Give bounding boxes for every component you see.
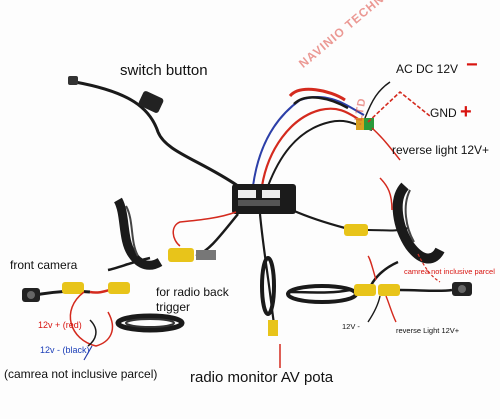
front-12v-minus-label: 12v - (black)	[40, 345, 90, 355]
front-camera-label: front camera	[10, 258, 78, 272]
power-harness	[252, 81, 431, 187]
front-coiled-cable	[115, 313, 185, 333]
rear-12v-minus-label: 12V -	[342, 322, 360, 331]
radio-trigger-wire	[172, 211, 237, 247]
plus-sign: +	[460, 101, 472, 123]
switch-button-cable	[68, 76, 239, 188]
minus-sign: −	[466, 54, 478, 76]
ac-dc-label: AC DC 12V	[396, 62, 459, 76]
gnd-label: GND	[430, 106, 457, 120]
av-cable	[258, 213, 278, 336]
front-12v-plus-label: 12v + (red)	[38, 320, 82, 330]
camera-not-inclusive-left-label: (camrea not inclusive parcel)	[4, 367, 158, 381]
control-box	[232, 184, 296, 214]
switch-button-label: switch button	[120, 62, 208, 79]
right-coiled-cable	[291, 177, 445, 289]
rear-camera	[286, 253, 472, 323]
radio-monitor-label: radio monitor AV pota	[190, 369, 334, 386]
front-camera	[22, 282, 130, 361]
rear-reverse-light-label: reverse Light 12V+	[396, 326, 460, 335]
left-coiled-cable	[107, 197, 239, 272]
radio-back-trigger-label-line-1: for radio back	[156, 285, 229, 299]
radio-back-trigger-label-line-2: trigger	[156, 300, 191, 314]
reverse-light-label: reverse light 12V+	[392, 143, 490, 157]
camera-not-inclusive-right-label: camrea not inclusive parcel	[404, 267, 495, 276]
